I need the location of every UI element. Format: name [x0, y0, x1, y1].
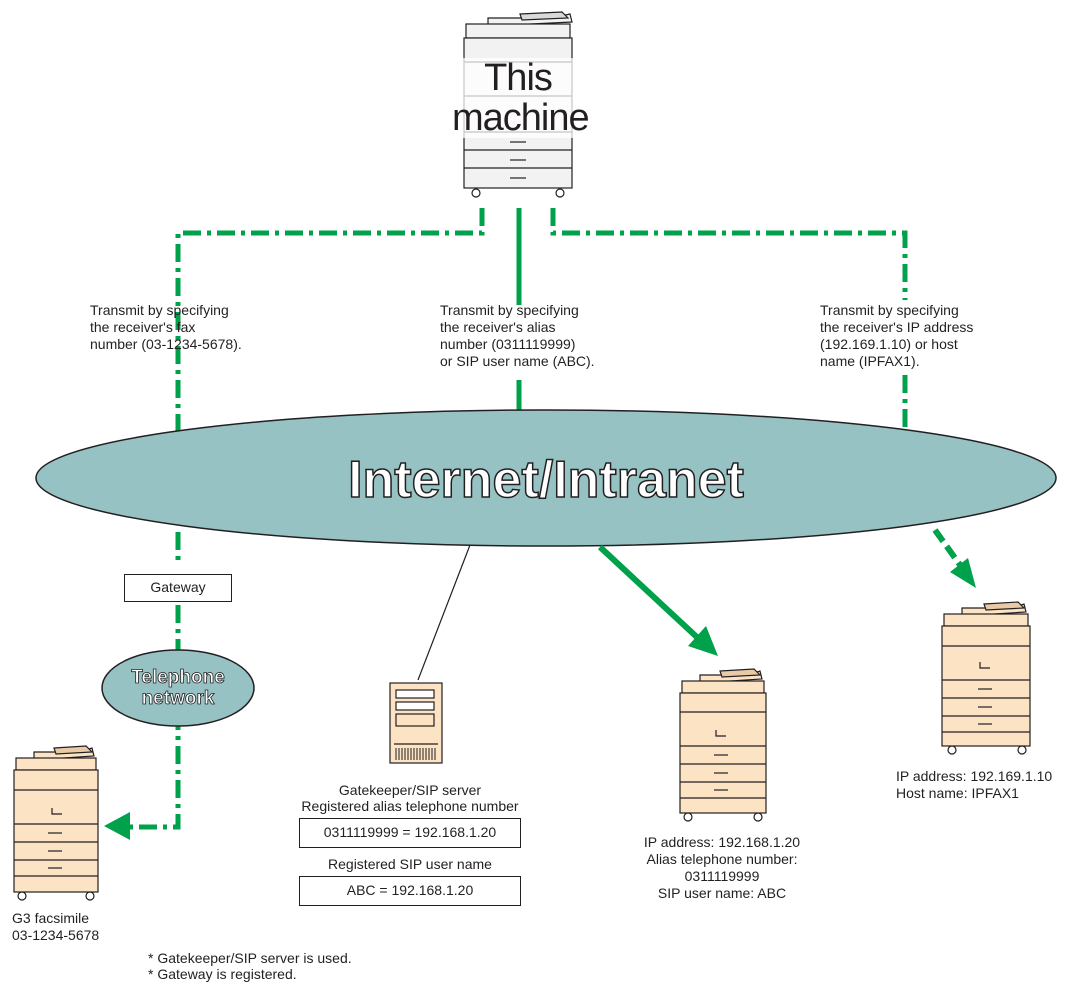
right-path-text: Transmit by specifying the receiver's IP…: [820, 302, 974, 369]
arrowhead-middle: [688, 626, 718, 656]
right-receiver-icon: [941, 601, 1031, 755]
g3-facsimile-label: G3 facsimile 03-1234-5678: [12, 910, 100, 943]
sip-heading: Registered SIP user name: [328, 856, 492, 872]
telephone-network-cloud: [101, 649, 255, 727]
arrow-to-middle-receiver: [597, 544, 703, 643]
left-path-text: Transmit by specifying the receiver's fa…: [90, 302, 242, 352]
arrow-to-right-receiver: [932, 528, 963, 567]
right-receiver-label: IP address: 192.169.1.10 Host name: IPFA…: [896, 768, 1053, 801]
arrowhead-right: [950, 558, 976, 588]
sip-entry-box: ABC = 192.168.1.20: [299, 876, 521, 906]
internet-intranet-label: Internet/Intranet: [347, 451, 744, 509]
server-title: Gatekeeper/SIP server: [338, 782, 482, 798]
alias-heading: Registered alias telephone number: [301, 798, 519, 814]
right-dashed-path: [550, 208, 908, 435]
footnote-server: * Gatekeeper/SIP server is used.: [148, 950, 352, 966]
gateway-box: Gateway: [124, 574, 232, 602]
arrowhead-to-g3: [104, 812, 130, 840]
center-path-text: Transmit by specifying the receiver's al…: [440, 302, 595, 369]
telephone-network-label: Telephone network: [131, 667, 225, 710]
this-machine-label: This machine: [452, 57, 590, 139]
alias-entry-box: 0311119999 = 192.168.1.20: [299, 818, 521, 848]
left-dashed-path: [128, 208, 485, 830]
footnote-gateway: * Gateway is registered.: [148, 966, 297, 982]
gatekeeper-server-icon: [389, 682, 443, 764]
g3-facsimile-icon: [13, 745, 99, 901]
internet-intranet-cloud: [35, 409, 1057, 547]
middle-receiver-icon: [679, 668, 767, 822]
middle-receiver-label: IP address: 192.168.1.20 Alias telephone…: [643, 834, 801, 901]
server-connection-line: [417, 544, 471, 681]
